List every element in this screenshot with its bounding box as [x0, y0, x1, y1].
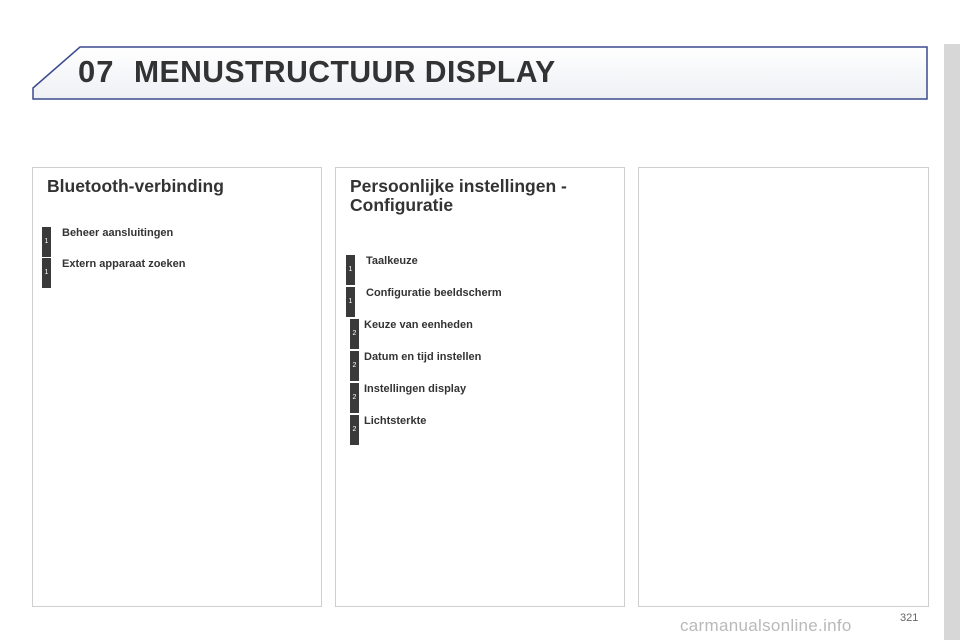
level-marker: 1 [346, 287, 355, 317]
panel-empty [638, 167, 929, 607]
page-edge-strip [944, 44, 960, 640]
panel-personal-settings: Persoonlijke instellingen - Configuratie… [335, 167, 625, 607]
level-marker: 2 [350, 415, 359, 445]
menu-item-label: Datum en tijd instellen [364, 351, 482, 363]
panel-title: Bluetooth-verbinding [47, 177, 224, 196]
level-marker: 2 [350, 319, 359, 349]
level-marker: 1 [42, 227, 51, 257]
panel-bluetooth: Bluetooth-verbinding 1 Beheer aansluitin… [32, 167, 322, 607]
page-title: MENUSTRUCTUUR DISPLAY [134, 54, 556, 89]
menu-item-label: Instellingen display [364, 383, 467, 395]
panel-title-line: Configuratie [350, 195, 454, 215]
chapter-header-band [32, 46, 928, 100]
menu-item-label: Extern apparaat zoeken [62, 258, 186, 270]
menu-item-label: Beheer aansluitingen [62, 227, 174, 239]
menu-item-label: Configuratie beeldscherm [366, 287, 502, 299]
watermark: carmanualsonline.info [680, 616, 852, 635]
level-marker: 2 [350, 351, 359, 381]
menu-item-label: Lichtsterkte [364, 415, 427, 427]
level-marker: 1 [346, 255, 355, 285]
chapter-number: 07 [78, 54, 115, 89]
menu-item-label: Taalkeuze [366, 255, 418, 267]
header-frame [32, 46, 928, 100]
panel-title: Persoonlijke instellingen - Configuratie [350, 177, 567, 215]
level-marker: 1 [42, 258, 51, 288]
level-marker: 2 [350, 383, 359, 413]
panel-title-line: Persoonlijke instellingen - [350, 176, 567, 196]
menu-item-label: Keuze van eenheden [364, 319, 473, 331]
panel-title-line: Bluetooth-verbinding [47, 176, 224, 196]
page-number: 321 [900, 612, 919, 624]
